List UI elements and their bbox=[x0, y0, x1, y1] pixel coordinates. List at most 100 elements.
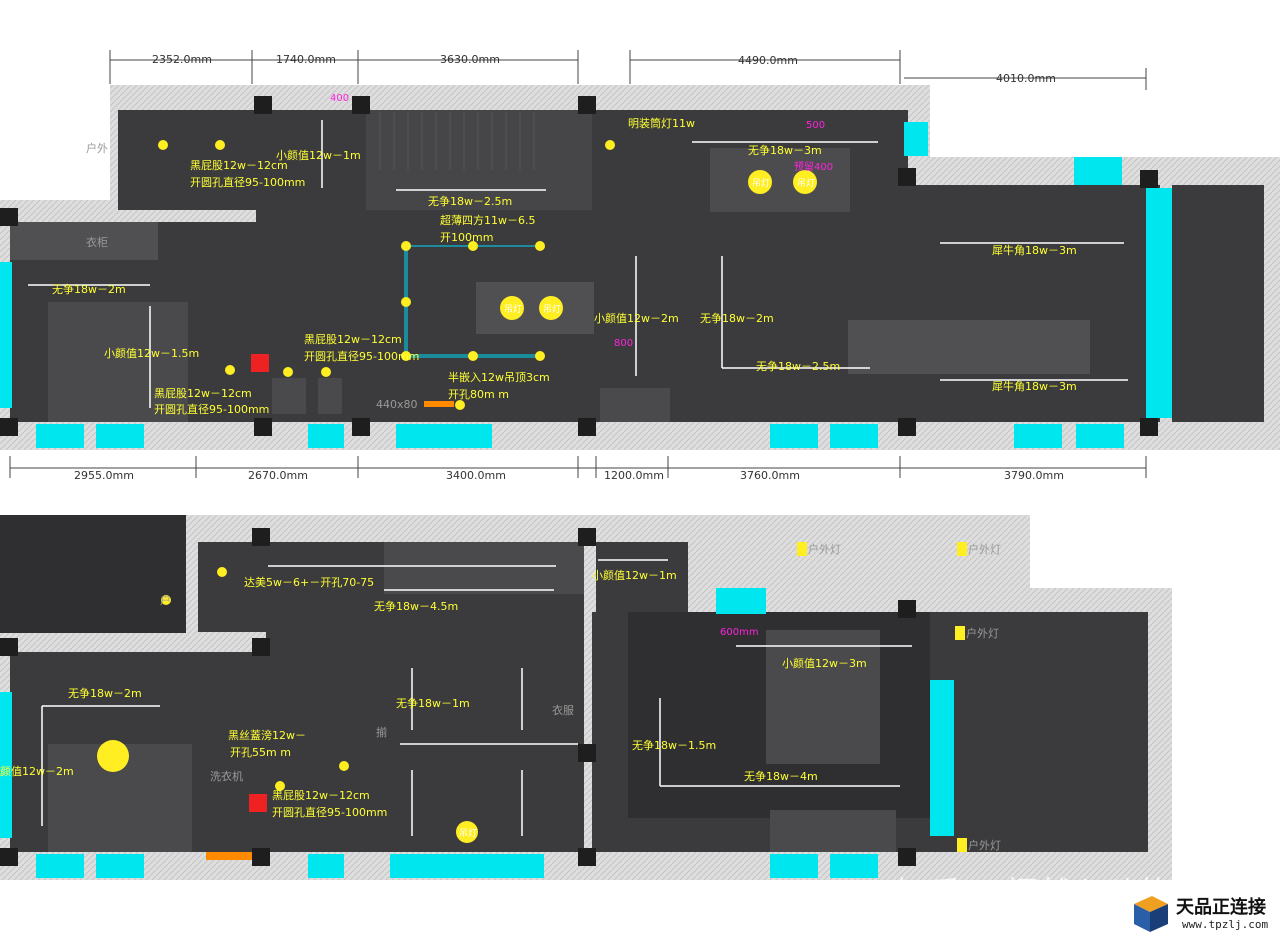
label-b-wuzheng-1m: 无争18w－1m bbox=[396, 696, 470, 710]
label-b-small-3m: 小颜值12w－3m bbox=[782, 657, 867, 670]
mag-reserve-400: 预留400 bbox=[794, 160, 833, 173]
label-b-daimei: 达美5w－6+－开孔70-75 bbox=[244, 576, 374, 589]
label-440x80: 440x80 bbox=[376, 398, 418, 411]
dim-top-5: 4010.0mm bbox=[996, 72, 1056, 85]
room-living bbox=[908, 185, 1160, 422]
label-b-hole-55: 开孔55m m bbox=[230, 746, 291, 759]
room-corridor bbox=[256, 110, 366, 422]
pendant-b bbox=[456, 821, 478, 843]
room-entry bbox=[118, 110, 256, 210]
room-b-topleft bbox=[0, 515, 186, 633]
label-b-silk: 黑丝蓋滂12w－ bbox=[228, 728, 306, 742]
label-small-1-5m: 小颜值12w－1.5m bbox=[104, 347, 199, 360]
label-black-1: 黑屁股12w－12cm bbox=[190, 159, 288, 172]
label-b-wuzheng-4-5m: 无争18w－4.5m bbox=[374, 599, 458, 613]
mag-800: 800 bbox=[614, 338, 633, 349]
pendant-label-2: 吊灯 bbox=[797, 178, 815, 189]
columns bbox=[0, 96, 1158, 436]
label-b-hu: 户 bbox=[160, 593, 171, 607]
label-b-outdoor-1: 户外灯 bbox=[808, 542, 841, 556]
label-hole-80: 开孔80m m bbox=[448, 388, 509, 401]
dim-top-1: 2352.0mm bbox=[152, 53, 212, 66]
label-open-100: 开100mm bbox=[440, 231, 493, 244]
bottom-floor-plan: 达美5w－6+－开孔70-75 无争18w－4.5m 小颜值12w－1m 户 户… bbox=[0, 515, 1172, 880]
ceiling-lights-b bbox=[161, 567, 349, 791]
ceiling-lights bbox=[158, 140, 615, 410]
pendant-label-b: 吊灯 bbox=[459, 828, 477, 839]
label-outdoor: 户外 bbox=[86, 141, 108, 155]
red-marker-b bbox=[249, 794, 267, 812]
label-b-outdoor-2: 户外灯 bbox=[968, 542, 1001, 556]
counter-b bbox=[384, 542, 584, 594]
outdoor-light-tags bbox=[797, 542, 967, 852]
dim-bottom-2: 2670.0mm bbox=[248, 469, 308, 482]
toilet bbox=[318, 378, 342, 414]
label-black-2: 黑屁股12w－12cm bbox=[154, 387, 252, 400]
light-strips bbox=[28, 120, 1128, 408]
label-b-wuzheng-2m: 无争18w－2m bbox=[68, 686, 142, 700]
label-surface-down: 明装筒灯11w bbox=[628, 116, 695, 130]
label-small-1m: 小颜值12w－1m bbox=[276, 149, 361, 162]
pendant-label-1: 吊灯 bbox=[752, 178, 770, 189]
windows bbox=[0, 122, 1172, 448]
range-hood bbox=[710, 148, 850, 212]
dim-top-4: 4490.0mm bbox=[738, 54, 798, 67]
label-b-black: 黑屁股12w－12cm bbox=[272, 789, 370, 802]
label-rhino-3m-a: 犀牛角18w－3m bbox=[992, 243, 1077, 257]
label-rhino-3m-b: 犀牛角18w－3m bbox=[992, 379, 1077, 393]
pendant-label-3: 吊灯 bbox=[504, 304, 522, 315]
label-b-small-1m: 小颜值12w－1m bbox=[592, 569, 677, 582]
dim-top-2: 1740.0mm bbox=[276, 53, 336, 66]
logo-name: 天品正连接 bbox=[1176, 897, 1266, 918]
bed-b bbox=[766, 630, 880, 764]
mag-400: 400 bbox=[330, 93, 349, 104]
label-b-clothes: 衣服 bbox=[552, 703, 574, 717]
dim-top-3: 3630.0mm bbox=[440, 53, 500, 66]
light-strips-b bbox=[41, 559, 912, 836]
dining-table bbox=[476, 282, 594, 334]
top-floor-plan: 2352.0mm 1740.0mm 3630.0mm 4490.0mm 4010… bbox=[0, 50, 1280, 482]
orange-marker-b bbox=[206, 852, 252, 860]
mag-b-600: 600mm bbox=[720, 627, 759, 638]
bed bbox=[48, 302, 188, 422]
label-b-small-2m: 颜值12w－2m bbox=[0, 765, 74, 778]
stair-treads bbox=[379, 112, 535, 170]
label-hole-1: 开圆孔直径95-100mm bbox=[190, 175, 305, 189]
dim-bottom-4: 1200.0mm bbox=[604, 469, 664, 482]
room-right bbox=[1172, 185, 1264, 422]
label-b-hole-95: 开圆孔直径95-100mm bbox=[272, 805, 387, 819]
logo-url: www.tpzlj.com bbox=[1182, 918, 1269, 931]
mag-500: 500 bbox=[806, 120, 825, 131]
label-semi-recessed: 半嵌入12w吊顶3cm bbox=[448, 370, 550, 384]
dimension-lines bbox=[9, 50, 1147, 478]
shower bbox=[272, 378, 306, 414]
columns-b bbox=[0, 528, 916, 866]
dim-bottom-3: 3400.0mm bbox=[446, 469, 506, 482]
site-logo[interactable]: 天品正连接 www.tpzlj.com bbox=[1126, 890, 1276, 936]
label-square-11w: 超薄四方11w－6.5 bbox=[440, 213, 536, 227]
room-b-entry bbox=[198, 542, 268, 632]
label-wuzheng-2m-a: 无争18w－2m bbox=[52, 282, 126, 296]
label-wardrobe: 衣柜 bbox=[86, 235, 108, 249]
label-wuzheng-3m: 无争18w－3m bbox=[748, 143, 822, 157]
label-wuzheng-2-5m-b: 无争18w－2.5m bbox=[756, 359, 840, 373]
label-b-wuzheng-1-5m: 无争18w－1.5m bbox=[632, 738, 716, 752]
label-b-outdoor-3: 户外灯 bbox=[966, 626, 999, 640]
dim-bottom-5: 3760.0mm bbox=[740, 469, 800, 482]
orange-marker bbox=[424, 401, 454, 407]
pendant-label-4: 吊灯 bbox=[543, 304, 561, 315]
pendant-large-b bbox=[97, 740, 129, 772]
cube-icon bbox=[1134, 896, 1168, 932]
label-b-wuzheng-4m: 无争18w－4m bbox=[744, 769, 818, 783]
label-b-washer: 洗衣机 bbox=[210, 769, 243, 783]
label-hole-2: 开圆孔直径95-100mm bbox=[154, 402, 269, 416]
label-wuzheng-2-5m-a: 无争18w－2.5m bbox=[428, 194, 512, 208]
label-small-2m: 小颜值12w－2m bbox=[594, 312, 679, 325]
kitchen-counter bbox=[600, 388, 670, 422]
label-b-outdoor-4: 户外灯 bbox=[968, 838, 1001, 852]
cabinet-b bbox=[770, 810, 896, 852]
label-b-stair: 揃 bbox=[376, 726, 387, 739]
label-hole-3: 开圆孔直径95-100mm bbox=[304, 349, 419, 363]
red-marker bbox=[251, 354, 269, 372]
